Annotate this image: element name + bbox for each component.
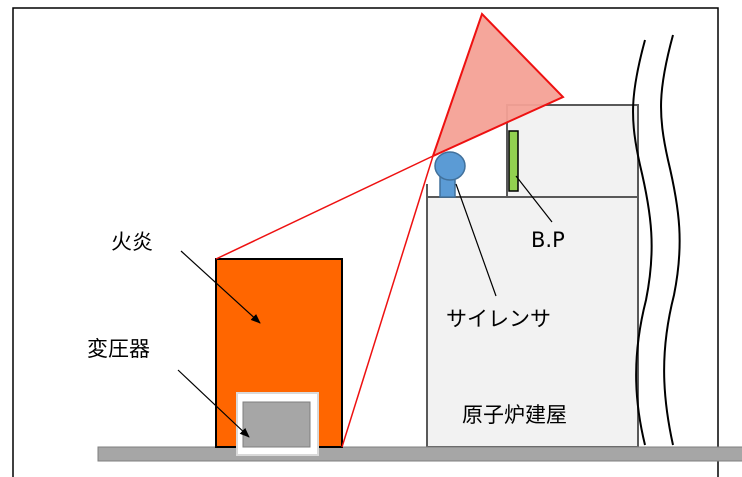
sight-line-bottom	[341, 155, 434, 448]
blowout-panel-leader	[515, 175, 553, 223]
transformer-leader-arrow	[177, 369, 250, 438]
reactor-building-label: 原子炉建屋	[462, 403, 567, 427]
frame-border	[12, 7, 719, 477]
transformer-inner	[242, 401, 311, 448]
silencer-label: サイレンサ	[446, 307, 551, 331]
flame-leader-arrow	[180, 250, 261, 324]
blowout-panel-label: B.P	[531, 228, 565, 252]
break-line-right	[660, 34, 681, 446]
view-cone	[431, 12, 565, 158]
flame-label: 火炎	[111, 230, 153, 254]
sight-line-top	[215, 155, 434, 260]
silencer-head	[434, 151, 466, 181]
reactor-building-upper	[506, 104, 639, 198]
transformer-label: 変圧器	[87, 337, 150, 361]
break-line-left	[632, 39, 653, 446]
blowout-panel	[508, 130, 519, 192]
silencer-leader	[455, 183, 497, 297]
ground	[97, 446, 742, 462]
